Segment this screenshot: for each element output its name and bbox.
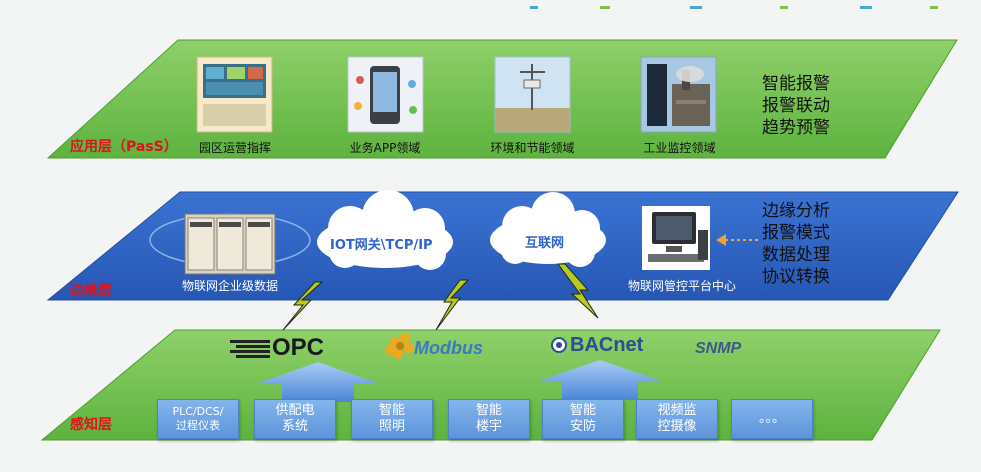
feature-text: 智能报警 [762, 74, 830, 94]
protocol-modbus: Modbus [414, 338, 483, 358]
protocol-snmp: SNMP [695, 340, 742, 357]
device-box: PLC/DCS/ 过程仪表 [157, 399, 239, 439]
mobile-app-photo [347, 56, 424, 133]
computer-monitor-icon [642, 206, 710, 270]
application-features: 智能报警 报警联动 趋势预警 [762, 73, 830, 139]
up-arrow-right [536, 360, 664, 400]
lightning-bolt-3 [557, 263, 599, 319]
device-box: 智能 安防 [542, 399, 624, 439]
opc-logo-icon [230, 340, 270, 358]
platform-label: 物联网管控平台中心 [627, 279, 736, 293]
perception-layer-name: 感知层 [70, 417, 112, 433]
app-item-label: 环境和节能领域 [490, 141, 575, 155]
edge-layer-name: 边缘层 [70, 283, 112, 299]
internet-cloud-label: 互联网 [525, 236, 565, 251]
bacnet-logo-icon [551, 337, 567, 353]
gateway-cloud-label: IOT网关\TCP/IP [330, 238, 433, 253]
device-box: 供配电 系统 [254, 399, 336, 439]
feature-text: 报警模式 [762, 223, 830, 243]
device-box: 。。。 [731, 399, 813, 439]
app-item-label: 园区运营指挥 [198, 141, 271, 155]
app-item-label: 工业监控领域 [643, 141, 716, 155]
device-box: 视频监 控摄像 [636, 399, 718, 439]
device-box: 智能 照明 [351, 399, 433, 439]
feature-arrow [716, 234, 758, 246]
lightning-bolt-1 [282, 281, 324, 331]
application-layer-name: 应用层（PasS） [70, 139, 178, 155]
up-arrow-left [256, 362, 380, 402]
server-rack-icon [149, 213, 311, 275]
feature-text: 趋势预警 [762, 118, 830, 138]
feature-text: 报警联动 [762, 96, 830, 116]
weather-station-photo [494, 56, 571, 133]
feature-text: 数据处理 [762, 245, 830, 265]
internet-cloud [490, 192, 606, 267]
feature-text: 边缘分析 [762, 201, 830, 221]
top-decoration [530, 6, 938, 9]
factory-photo [640, 56, 717, 133]
control-room-photo [196, 56, 273, 133]
edge-features: 边缘分析 报警模式 数据处理 协议转换 [762, 200, 830, 288]
app-item-label: 业务APP领域 [349, 141, 421, 155]
protocol-opc: OPC [272, 334, 325, 361]
iot-gateway-cloud [317, 190, 453, 270]
device-box: 智能 楼宇 [448, 399, 530, 439]
protocol-bacnet: BACnet [570, 334, 644, 356]
feature-text: 协议转换 [762, 267, 830, 287]
lightning-bolt-2 [435, 279, 470, 331]
modbus-logo-icon [385, 333, 414, 359]
server-label: 物联网企业级数据 [181, 279, 278, 293]
